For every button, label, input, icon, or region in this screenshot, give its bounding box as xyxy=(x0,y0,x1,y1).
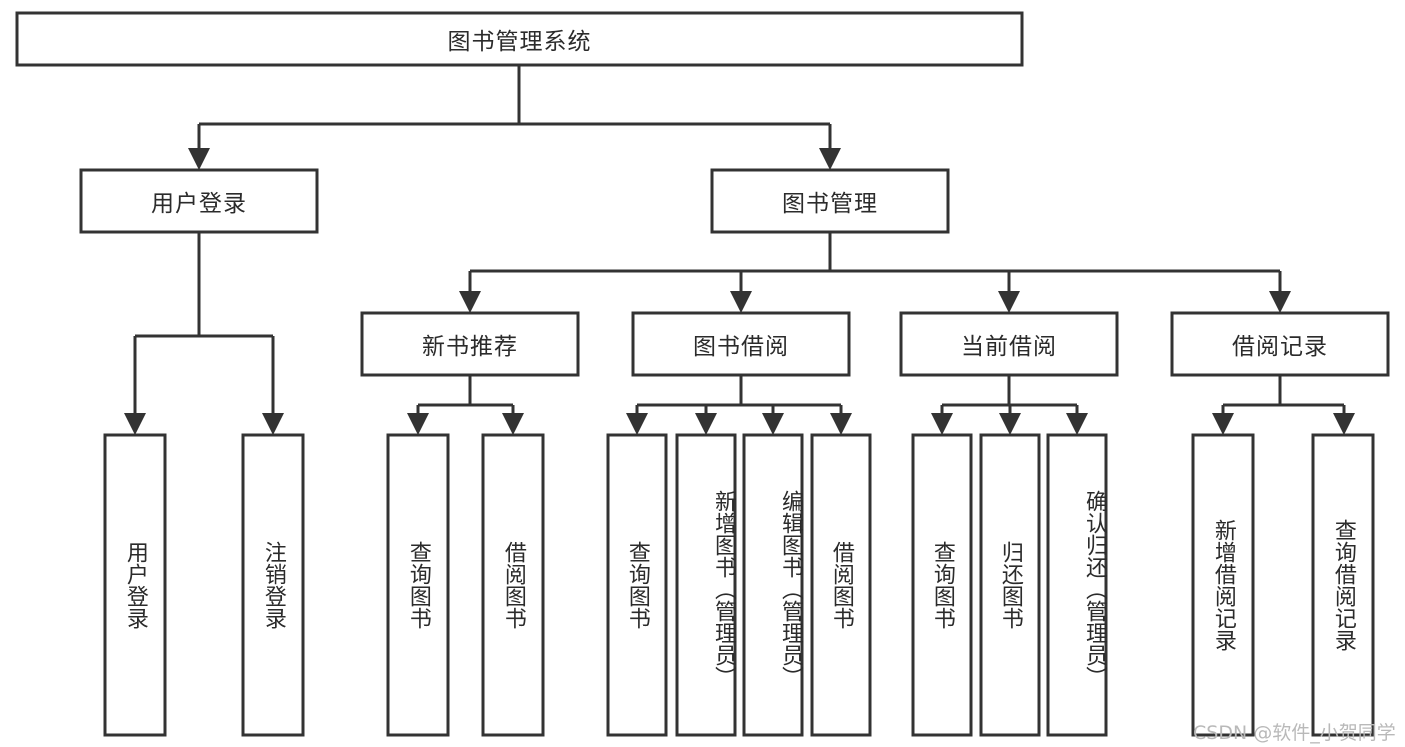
node-box-leaf-add-book[interactable] xyxy=(675,433,737,737)
node-box-leaf-user-login[interactable] xyxy=(103,433,167,737)
node-label-current-borrow: 当前借阅 xyxy=(961,334,1057,360)
connectors-new-book-to-leaves xyxy=(407,375,524,435)
node-box-borrow-record[interactable] xyxy=(1170,311,1390,377)
node-box-leaf-borrow-book[interactable] xyxy=(810,433,872,737)
node-box-leaf-query-book-recommend[interactable] xyxy=(386,433,450,737)
arrow-leaf-borrow-book-icon xyxy=(830,413,852,435)
arrow-leaf-return-book-icon xyxy=(999,413,1021,435)
arrow-leaf-confirm-return-icon xyxy=(1066,413,1088,435)
node-label-leaf-return-book: 归还图书 xyxy=(997,541,1023,629)
node-label-user-login: 用户登录 xyxy=(151,191,247,217)
node-box-leaf-edit-book[interactable] xyxy=(742,433,804,737)
connectors-borrow-record-to-leaves xyxy=(1212,375,1355,435)
arrow-to-new-book-recommend-icon xyxy=(459,291,481,313)
node-label-leaf-confirm-return: 确认归还（管理员） xyxy=(1082,490,1107,688)
node-box-user-login[interactable] xyxy=(79,168,319,234)
node-box-root[interactable] xyxy=(15,11,1024,67)
node-box-leaf-add-record[interactable] xyxy=(1191,433,1255,737)
node-label-leaf-borrow-book-recommend: 借阅图书 xyxy=(500,541,526,629)
node-box-leaf-query-book[interactable] xyxy=(606,433,668,737)
node-label-leaf-edit-book: 编辑图书（管理员） xyxy=(778,490,803,688)
arrow-to-book-manage-icon xyxy=(819,148,841,170)
node-label-leaf-borrow-book: 借阅图书 xyxy=(828,541,854,629)
connectors-user-login-to-leaves xyxy=(124,232,284,435)
node-label-leaf-logout: 注销登录 xyxy=(260,541,286,629)
connectors-book-manage-to-level3 xyxy=(459,232,1291,313)
node-label-leaf-query-record: 查询借阅记录 xyxy=(1330,519,1356,651)
arrow-leaf-query-book-recommend-icon xyxy=(407,413,429,435)
arrow-to-user-login-icon xyxy=(188,148,210,170)
node-box-leaf-borrow-book-recommend[interactable] xyxy=(481,433,545,737)
node-label-leaf-add-record: 新增借阅记录 xyxy=(1210,519,1236,651)
node-label-leaf-query-book: 查询图书 xyxy=(624,541,650,629)
node-label-borrow-record: 借阅记录 xyxy=(1232,334,1328,360)
connectors-current-borrow-to-leaves xyxy=(931,375,1088,435)
arrow-leaf-query-record-icon xyxy=(1333,413,1355,435)
node-label-leaf-query-book-current: 查询图书 xyxy=(929,541,955,629)
node-label-leaf-query-book-recommend: 查询图书 xyxy=(405,541,431,629)
node-box-leaf-query-record[interactable] xyxy=(1311,433,1375,737)
node-label-leaf-add-book: 新增图书（管理员） xyxy=(711,490,736,688)
node-label-root: 图书管理系统 xyxy=(447,29,592,55)
connectors-book-borrow-to-leaves xyxy=(626,375,852,435)
node-label-new-book-recommend: 新书推荐 xyxy=(422,334,518,360)
node-box-book-borrow[interactable] xyxy=(631,311,851,377)
arrow-leaf-query-book-icon xyxy=(626,413,648,435)
arrow-leaf-borrow-book-recommend-icon xyxy=(502,413,524,435)
arrow-to-book-borrow-icon xyxy=(730,291,752,313)
node-label-book-manage: 图书管理 xyxy=(782,191,878,217)
arrow-leaf-query-book-current-icon xyxy=(931,413,953,435)
arrow-to-borrow-record-icon xyxy=(1269,291,1291,313)
node-box-book-manage[interactable] xyxy=(710,168,950,234)
arrow-leaf-add-record-icon xyxy=(1212,413,1234,435)
csdn-watermark: CSDN @软件_小贺同学 xyxy=(1193,722,1396,744)
arrow-leaf-add-book-icon xyxy=(695,413,717,435)
node-box-leaf-query-book-current[interactable] xyxy=(911,433,973,737)
node-box-leaf-logout[interactable] xyxy=(241,433,305,737)
arrow-leaf-logout-icon xyxy=(262,413,284,435)
node-label-book-borrow: 图书借阅 xyxy=(693,334,789,360)
arrow-leaf-edit-book-icon xyxy=(762,413,784,435)
connectors-root-to-level2 xyxy=(188,65,841,170)
node-box-current-borrow[interactable] xyxy=(899,311,1119,377)
node-label-leaf-user-login: 用户登录 xyxy=(122,541,148,629)
node-box-new-book-recommend[interactable] xyxy=(360,311,580,377)
arrow-to-current-borrow-icon xyxy=(998,291,1020,313)
node-box-leaf-confirm-return[interactable] xyxy=(1046,433,1108,737)
arrow-leaf-user-login-icon xyxy=(124,413,146,435)
node-box-leaf-return-book[interactable] xyxy=(979,433,1041,737)
